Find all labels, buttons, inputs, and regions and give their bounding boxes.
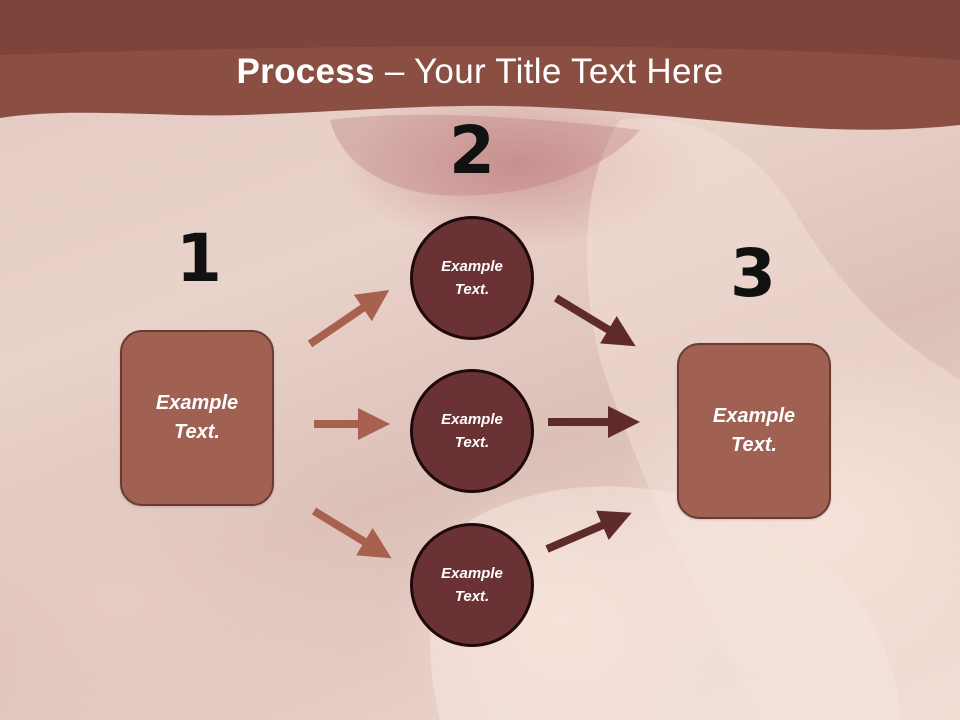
process-circle-bottom: Example Text.	[410, 523, 534, 647]
process-circle-top: Example Text.	[410, 216, 534, 340]
step-number-3: 3	[730, 235, 776, 312]
lips-shape	[330, 114, 640, 196]
process-box-left: Example Text.	[120, 330, 274, 506]
header-band-shade	[0, 0, 960, 60]
header-band	[0, 0, 960, 130]
step-number-2: 2	[449, 112, 495, 189]
process-circle-middle: Example Text.	[410, 369, 534, 493]
slide-title: Process – Your Title Text Here	[0, 52, 960, 92]
step-number-1: 1	[176, 220, 222, 297]
title-rest: – Your Title Text Here	[374, 52, 724, 91]
title-bold: Process	[236, 52, 375, 91]
process-box-right: Example Text.	[677, 343, 831, 519]
